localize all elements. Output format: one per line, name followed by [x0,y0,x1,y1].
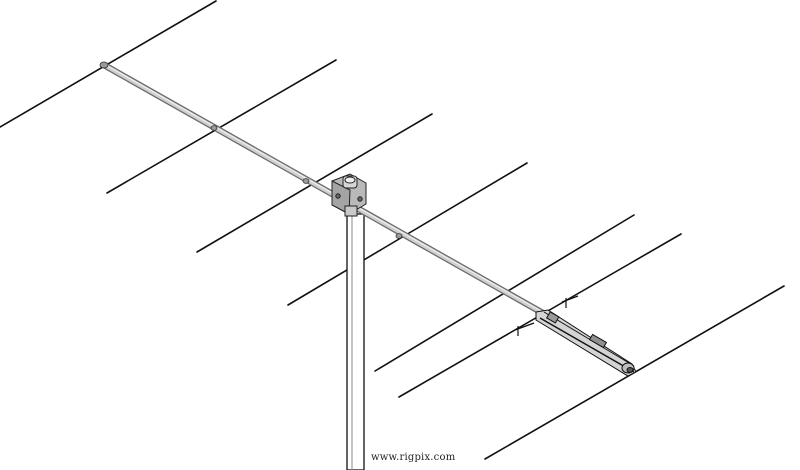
element-clamps [99,61,403,239]
boom-to-mast-bracket [331,173,367,217]
element-2 [106,59,337,194]
mast [346,213,365,470]
credit-text: www.rigpix.com [371,452,456,463]
feed-matching-assembly [514,295,637,377]
boom [100,61,552,320]
